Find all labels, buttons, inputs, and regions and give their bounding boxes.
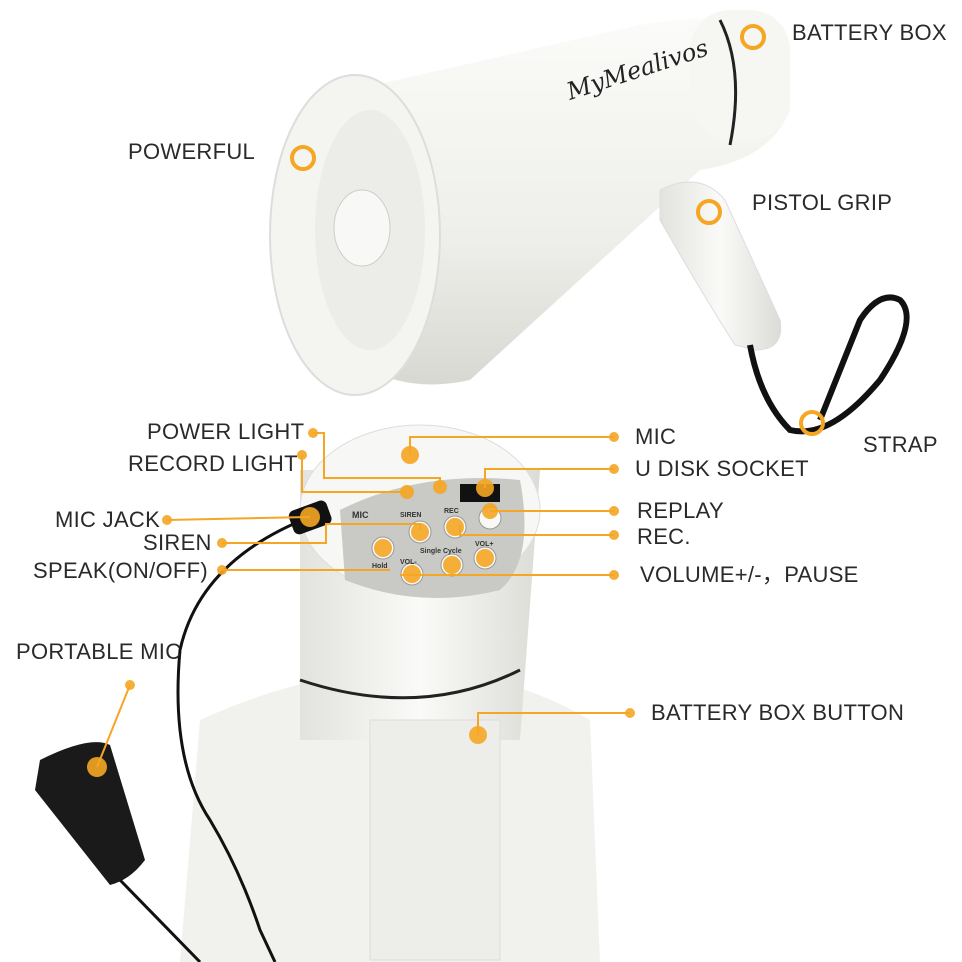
label-mic: MIC	[635, 424, 677, 449]
label-speak: SPEAK(ON/OFF)	[33, 558, 209, 583]
battery-box-ring-icon	[740, 24, 766, 50]
label-u-disk-socket: U DISK SOCKET	[635, 456, 809, 481]
label-replay: REPLAY	[637, 498, 724, 523]
label-rec: REC.	[637, 524, 691, 549]
label-power-light: POWER LIGHT	[147, 419, 305, 444]
panel-vol-minus-text: VOL-	[400, 559, 417, 566]
device-panel-text: MIC SIREN REC Hold VOL- Single Cycle VOL…	[352, 508, 493, 570]
bottom-megaphone	[35, 424, 600, 962]
panel-siren-text: SIREN	[400, 512, 421, 519]
hotspot-dots	[87, 428, 635, 777]
label-pistol-grip: PISTOL GRIP	[752, 190, 893, 215]
label-battery-box-button: BATTERY BOX BUTTON	[651, 700, 905, 725]
portable-mic-shape	[35, 742, 145, 885]
label-powerful: POWERFUL	[128, 139, 256, 164]
label-record-light: RECORD LIGHT	[128, 451, 298, 476]
panel-hold-text: Hold	[372, 563, 388, 570]
panel-mic-text: MIC	[352, 510, 369, 520]
panel-vol-plus-text: VOL+	[475, 541, 493, 548]
label-strap: STRAP	[863, 432, 938, 457]
label-volume-pause: VOLUME+/-，PAUSE	[640, 562, 859, 587]
label-siren: SIREN	[143, 530, 212, 555]
label-mic-jack: MIC JACK	[55, 507, 161, 532]
panel-single-cycle-text: Single Cycle	[420, 548, 462, 555]
hotspot-rings	[290, 24, 825, 436]
top-megaphone: MyMealivos	[269, 10, 910, 435]
label-battery-box: BATTERY BOX	[792, 20, 947, 45]
powerful-ring-icon	[290, 145, 316, 171]
label-portable-mic: PORTABLE MIC	[16, 639, 182, 664]
panel-rec-text: REC	[444, 508, 459, 515]
pistol-grip-ring-icon	[696, 199, 722, 225]
strap-ring-icon	[799, 410, 825, 436]
